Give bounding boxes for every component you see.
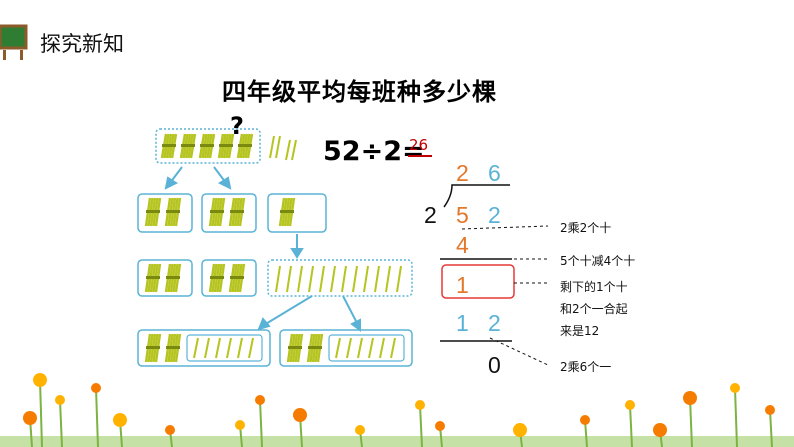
single-stick <box>275 265 281 293</box>
single-stick <box>297 265 303 293</box>
answer-underline <box>408 155 432 157</box>
split-arrows <box>164 166 361 332</box>
note-2x2tens: 2乘2个十 <box>560 221 612 235</box>
dividend-ones: 2 <box>488 202 501 228</box>
remainder-tens: 1 <box>456 272 469 298</box>
single-stick <box>204 337 210 359</box>
single-stick <box>396 265 402 293</box>
single-stick <box>330 265 336 293</box>
single-stick <box>346 337 352 359</box>
single-stick <box>248 337 254 359</box>
note-pointers <box>461 225 549 366</box>
single-stick <box>390 337 396 359</box>
bundle-of-ten <box>160 133 178 159</box>
single-stick <box>385 265 391 293</box>
bundle-of-ten <box>278 197 296 227</box>
row2-box-right <box>267 193 327 233</box>
equation: 52÷2= <box>323 136 425 167</box>
single-stick <box>363 265 369 293</box>
row4-inner-left <box>186 334 263 362</box>
equation-answer: 26 <box>409 136 429 154</box>
single-stick <box>341 265 347 293</box>
row2-box-mid <box>201 193 257 233</box>
row2-box-left <box>137 193 193 233</box>
quotient-ones: 6 <box>488 160 501 186</box>
single-stick <box>291 139 297 161</box>
sticks-layer <box>144 133 402 363</box>
bundle-of-ten <box>198 133 216 159</box>
dividend-tens: 5 <box>456 202 469 228</box>
single-stick <box>269 135 275 159</box>
row3-box-mid <box>201 259 257 297</box>
note-subtract: 5个十减4个十 <box>560 254 636 268</box>
bundle-of-ten <box>164 333 182 363</box>
question-mark: ? <box>230 112 244 140</box>
single-stick <box>286 265 292 293</box>
single-stick <box>368 337 374 359</box>
header-title: 探究新知 <box>40 32 124 56</box>
single-stick <box>285 139 291 161</box>
note-2x6ones: 2乘6个一 <box>560 360 612 374</box>
single-stick <box>275 135 281 159</box>
step2-ones: 2 <box>488 310 501 336</box>
row3-box-left <box>137 259 193 297</box>
divisor: 2 <box>424 202 437 228</box>
bundle-of-ten <box>228 197 246 227</box>
row3-box-right <box>267 259 413 297</box>
step1-value: 4 <box>456 232 469 258</box>
bundle-of-ten <box>144 333 162 363</box>
bundle-of-ten <box>306 333 324 363</box>
chalkboard-icon <box>0 22 28 60</box>
single-stick <box>335 337 341 359</box>
top-group-box <box>155 128 261 164</box>
row4-box-left <box>137 329 271 367</box>
division-bracket <box>443 184 510 208</box>
row4-inner-right <box>328 334 405 362</box>
row4-box-right <box>279 329 413 367</box>
page-title: 四年级平均每班种多少棵 <box>222 78 497 106</box>
bundle-of-ten <box>217 133 235 159</box>
single-stick <box>357 337 363 359</box>
note-remaining-1: 剩下的1个十 <box>560 280 628 294</box>
bundle-of-ten <box>228 263 246 293</box>
quotient-tens: 2 <box>456 160 469 186</box>
bundle-of-ten <box>236 133 254 159</box>
bundle-of-ten <box>144 197 162 227</box>
bundle-of-ten <box>286 333 304 363</box>
single-stick <box>374 265 380 293</box>
bundle-of-ten <box>144 263 162 293</box>
single-stick <box>215 337 221 359</box>
note-remaining-3: 来是12 <box>560 324 600 338</box>
final-remainder: 0 <box>488 352 501 378</box>
single-stick <box>319 265 325 293</box>
single-stick <box>193 337 199 359</box>
note-remaining-2: 和2个一合起 <box>560 302 628 316</box>
bundle-of-ten <box>208 263 226 293</box>
single-stick <box>352 265 358 293</box>
bundle-of-ten <box>164 263 182 293</box>
bundle-of-ten <box>208 197 226 227</box>
remainder-highlight <box>441 264 515 299</box>
single-stick <box>308 265 314 293</box>
step2-tens: 1 <box>456 310 469 336</box>
single-stick <box>226 337 232 359</box>
bundle-of-ten <box>164 197 182 227</box>
single-stick <box>237 337 243 359</box>
bundle-of-ten <box>179 133 197 159</box>
single-stick <box>379 337 385 359</box>
